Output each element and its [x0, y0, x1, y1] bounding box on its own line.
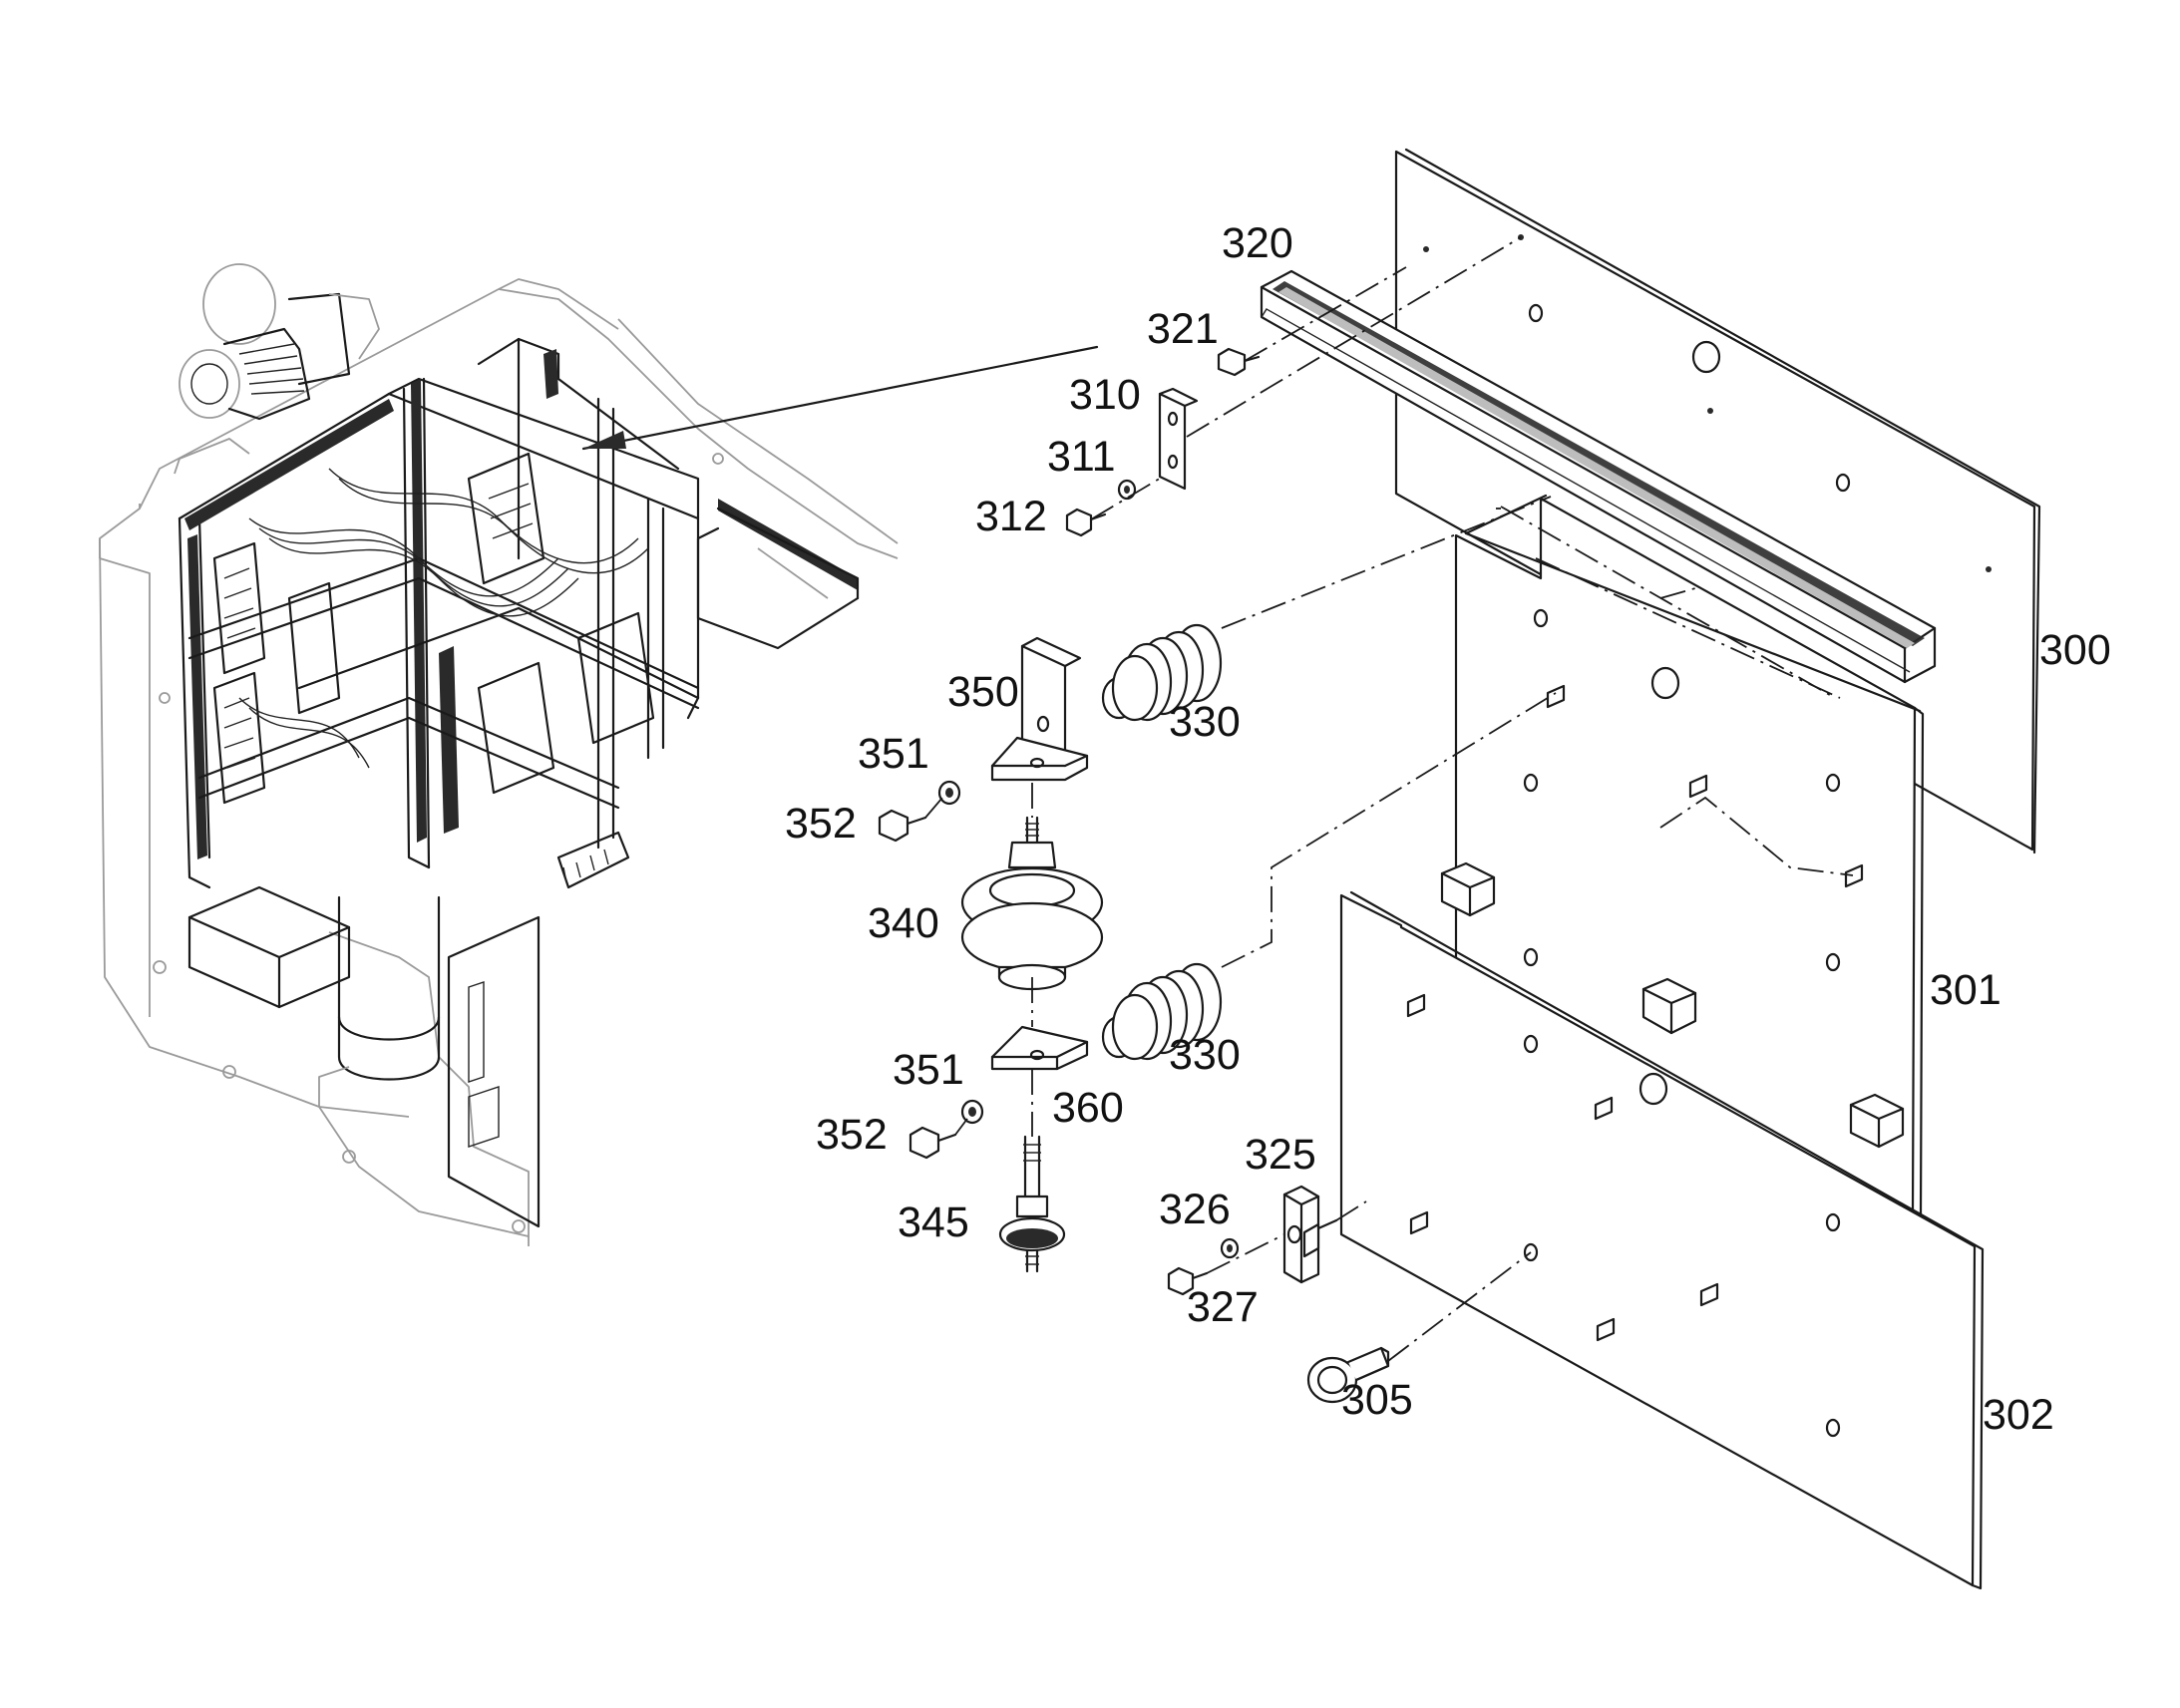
main-frame [153, 337, 860, 1233]
part-352-screw-lower [908, 1126, 957, 1160]
callout-326: 326 [1159, 1186, 1231, 1233]
callout-352-upper: 352 [785, 800, 857, 848]
callout-345: 345 [898, 1198, 969, 1246]
part-345-stud [998, 1135, 1066, 1273]
part-302-panel [1339, 890, 1985, 1590]
pointer-line [581, 345, 1099, 451]
part-330-insulator-upper [1101, 623, 1223, 722]
callout-351-upper: 351 [858, 730, 929, 778]
assembly-center-lines [924, 236, 1854, 1362]
part-310-bracket [1158, 387, 1199, 491]
part-350-bracket [990, 636, 1089, 782]
callout-330-lower: 330 [1169, 1031, 1241, 1079]
callout-300: 300 [2039, 626, 2111, 674]
callout-311: 311 [1047, 433, 1116, 481]
callout-352-lower: 352 [816, 1111, 888, 1159]
callout-350: 350 [947, 668, 1019, 716]
motor-unit [179, 263, 380, 421]
callout-301: 301 [1930, 966, 2001, 1014]
callout-330-upper: 330 [1169, 698, 1241, 746]
part-305-screw [1306, 1346, 1390, 1404]
callout-325: 325 [1245, 1131, 1316, 1179]
callout-327: 327 [1187, 1283, 1259, 1331]
callout-labels: 300 301 302 305 310 311 312 320 321 325 … [785, 219, 2111, 1439]
part-351-washer-upper [937, 780, 961, 806]
part-340-post-insulator [960, 816, 1104, 991]
part-325-clip [1282, 1185, 1338, 1284]
part-312-screw [1065, 508, 1107, 537]
callout-302: 302 [1983, 1391, 2054, 1439]
part-326-washer [1220, 1237, 1240, 1259]
callout-360: 360 [1052, 1084, 1124, 1132]
part-321-screw [1217, 347, 1261, 377]
callout-321: 321 [1147, 305, 1219, 353]
part-311-washer [1117, 479, 1137, 501]
part-327-screw [1167, 1266, 1209, 1296]
callout-340: 340 [868, 899, 939, 947]
part-360-plate [990, 1025, 1089, 1071]
callout-312: 312 [975, 493, 1047, 540]
part-352-screw-upper [878, 809, 927, 843]
callout-310: 310 [1069, 371, 1141, 419]
callout-351-lower: 351 [893, 1046, 964, 1094]
pointer-arrowhead [583, 431, 626, 449]
part-320-duct [1260, 269, 1937, 684]
callout-320: 320 [1222, 219, 1293, 267]
switchgear-assembly-overview [99, 263, 1099, 1246]
callout-305: 305 [1341, 1376, 1413, 1424]
part-351-washer-lower [960, 1099, 984, 1125]
part-330-insulator-lower [1101, 962, 1223, 1061]
